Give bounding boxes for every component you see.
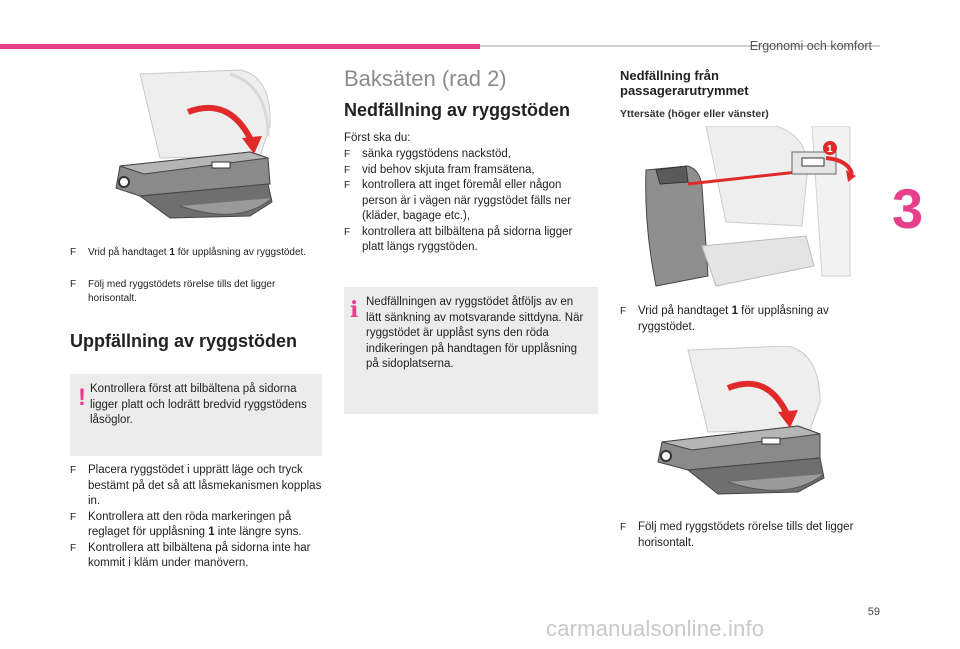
page-number: 59 [867, 606, 880, 618]
caption-bullet-2: F Följ med ryggstödets rörelse tills det… [70, 279, 276, 304]
heading-uppfallning: Uppfällning av ryggstöden [70, 331, 298, 351]
info-box: i Nedfällningen av ryggstödet åtföljs av… [344, 287, 598, 414]
info-text: Nedfällningen av ryggstödet åtföljs av e… [366, 296, 584, 370]
list-item: F Kontrollera att bilbältena på sidorna … [70, 541, 325, 572]
bullet-symbol: F [70, 279, 77, 290]
callout-number: 1 [827, 144, 833, 155]
heading-nedfallning: Nedfällning av ryggstöden [344, 100, 571, 120]
bullet-symbol: F [344, 226, 351, 238]
list-item: F Placera ryggstödet i upprätt läge och … [70, 463, 325, 510]
folded-seat-illustration-2 [648, 345, 838, 506]
bullet-symbol: F [70, 542, 77, 554]
bullet-symbol: F [344, 164, 351, 176]
warning-box: ! Kontrollera först att bilbältena på si… [70, 374, 322, 456]
bullet-symbol: F [620, 306, 627, 317]
section-title-baksaten: Baksäten (rad 2) [344, 66, 507, 91]
header-rule [480, 45, 880, 47]
bullet-list-uppfallning: F Placera ryggstödet i upprätt läge och … [70, 463, 325, 572]
watermark: carmanualsonline.info [546, 616, 765, 641]
section-title: Ergonomi och komfort [749, 39, 872, 53]
warning-text: Kontrollera först att bilbältena på sido… [90, 383, 307, 426]
caption-bullet-1: F Vrid på handtaget 1 för upplåsning av … [70, 247, 307, 258]
info-icon: i [350, 297, 359, 323]
bullet-symbol: F [344, 149, 351, 160]
exclamation-icon: ! [78, 384, 86, 411]
chapter-number: 3 [892, 177, 924, 240]
bullet-symbol: F [344, 180, 351, 191]
right-bullet-1: F Vrid på handtaget 1 för upplåsning av … [620, 304, 850, 335]
list-item: F Kontrollera att den röda markeringen p… [70, 510, 325, 541]
bullet-symbol: F [70, 511, 77, 523]
right-bullet-2: F Följ med ryggstödets rörelse tills det… [620, 520, 860, 551]
subheading-yttersate: Yttersäte (höger eller vänster) [620, 108, 769, 120]
bullet-symbol: F [620, 522, 627, 533]
bullet-symbol: F [70, 465, 77, 476]
upright-seat-illustration: 1 [626, 125, 858, 298]
intro-text: Först ska du: [344, 132, 411, 144]
folded-seat-illustration [100, 66, 290, 236]
bullet-symbol: F [70, 247, 77, 258]
heading-passagerarutrymmet: Nedfällning från passagerarutrymmet [620, 68, 749, 98]
accent-bar [0, 44, 480, 49]
